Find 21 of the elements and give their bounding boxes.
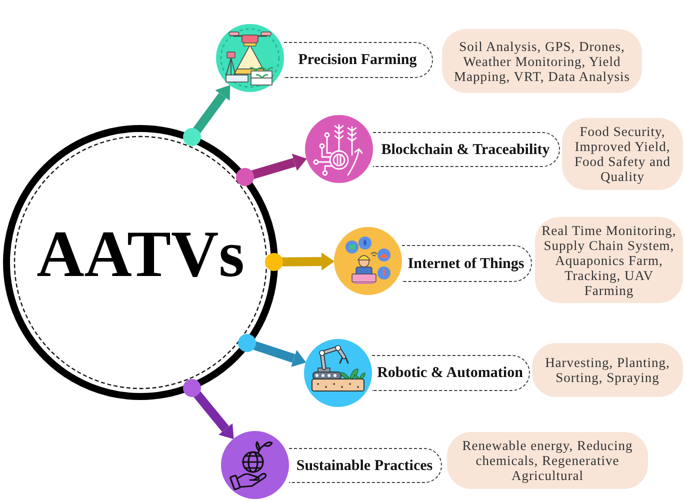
description-bubble — [562, 118, 683, 190]
description-bubble — [532, 343, 683, 397]
category-label: Blockchain & Traceability — [381, 140, 550, 158]
hub-title: AATVs — [36, 222, 244, 288]
description-text: Real Time Monitoring, Supply Chain System, Aquaponics Farm, Tracking, UAV Farming — [541, 222, 677, 298]
arrow — [194, 391, 234, 440]
arrow — [251, 154, 307, 180]
arrow — [193, 85, 230, 134]
arrow — [253, 341, 306, 367]
description-text: Soil Analysis, GPS, Drones, Weather Monitoring, Yield Mapping, VRT, Data Analysis — [452, 38, 632, 84]
arrow — [282, 252, 334, 270]
description-text: Renewable energy, Reducing chemicals, Regenerative Agricultural — [461, 438, 634, 483]
category-label: Precision Farming — [298, 51, 417, 69]
description-bubble — [447, 432, 648, 489]
description-bubble — [535, 217, 683, 303]
description-bubble — [442, 29, 642, 93]
description-text: Food Security, Improved Yield, Food Safety and Quality — [574, 124, 672, 184]
description-text: Harvesting, Planting, Sorting, Spraying — [544, 355, 671, 385]
category-label: Robotic & Automation — [377, 364, 523, 382]
category-label: Internet of Things — [408, 254, 524, 272]
category-label: Sustainable Practices — [296, 456, 433, 474]
